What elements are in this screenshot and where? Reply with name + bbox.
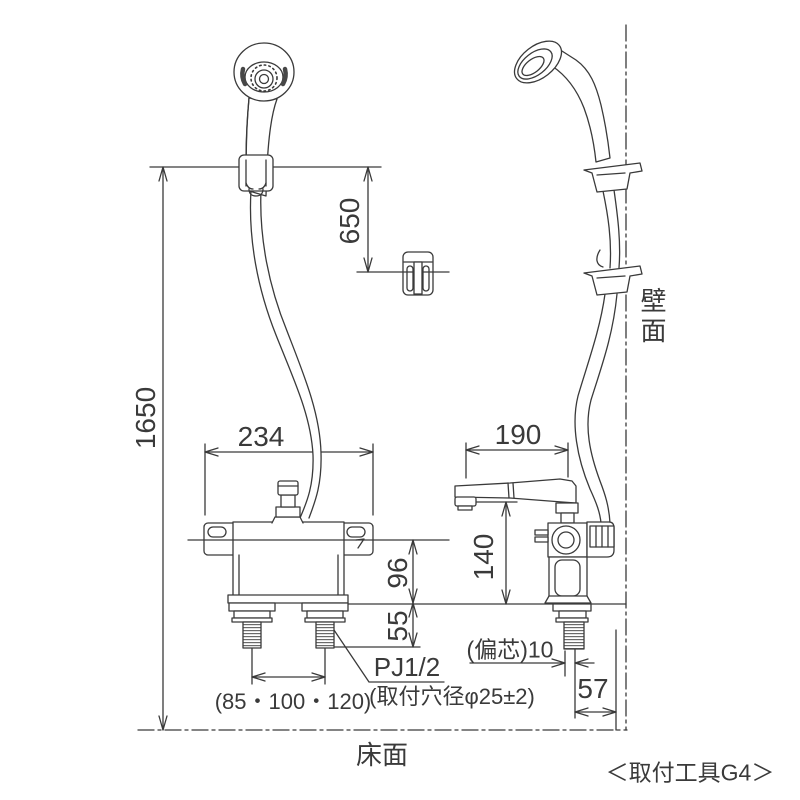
side-view-faucet [454, 478, 615, 650]
dim-hook-to-bracket: 650 [334, 197, 365, 245]
spout-nozzle [454, 496, 477, 507]
mount-slot-left [207, 526, 227, 538]
thread-spec-label: PJ1/2 [373, 652, 441, 682]
hanger-bracket-front [402, 251, 434, 296]
side-shower-hose [574, 189, 621, 524]
dim-body-width: 234 [237, 421, 285, 452]
front-shower-head [233, 42, 295, 197]
dim-eccentric-offset: (偏芯)10 [466, 636, 554, 663]
hook-bracket-side-lower [583, 265, 643, 296]
dim-leg-pitch: (85・100・120) [214, 689, 372, 714]
dim-body-height: 96 [382, 557, 413, 589]
dim-overall-height: 1650 [130, 386, 161, 450]
right-shank-thread [315, 621, 335, 649]
front-shower-hose [249, 189, 322, 519]
wall-surface-label: 壁面 [637, 287, 667, 347]
reference-lines [149, 166, 627, 731]
hook-bracket-front [238, 154, 274, 192]
side-shank-thread [563, 621, 585, 650]
dim-shank-length: 55 [382, 610, 413, 642]
dim-spout-height: 140 [468, 533, 499, 581]
tool-note-label: ＜取付工具G4＞ [605, 759, 775, 786]
dim-spout-reach: 190 [494, 419, 542, 450]
hook-bracket-side-upper [583, 162, 643, 193]
mount-slot-right [346, 526, 366, 538]
wall-floor-lines [137, 24, 628, 731]
temperature-dial [551, 525, 581, 555]
mounting-hole-note: (取付穴径φ25±2) [369, 684, 535, 709]
side-shower-head [513, 40, 643, 296]
dim-wall-clearance: 57 [577, 673, 609, 704]
front-view-faucet [187, 480, 450, 649]
left-shank-thread [242, 621, 262, 649]
floor-surface-label: 床面 [355, 740, 409, 770]
